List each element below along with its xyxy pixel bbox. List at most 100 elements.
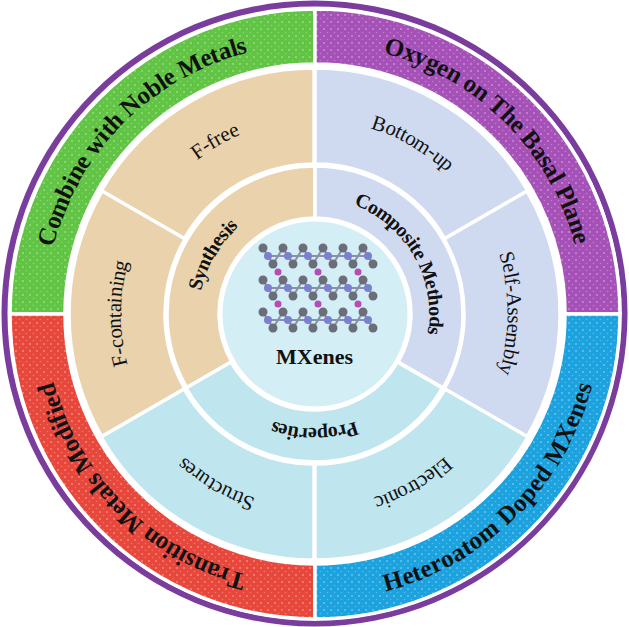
intercalant-atom (354, 300, 361, 307)
carbon-atom (284, 316, 292, 324)
carbon-atom (284, 252, 292, 260)
carbon-atom (344, 252, 352, 260)
outer-gap (8, 7, 622, 621)
glyph: n (104, 318, 125, 330)
sector-fill (315, 314, 620, 619)
carbon-atom (344, 284, 352, 292)
metal-atom (298, 275, 307, 284)
sector-label: F-free (98, 65, 317, 242)
carbon-atom (304, 284, 312, 292)
sector-dots (315, 314, 620, 619)
glyph: s (504, 307, 525, 315)
carbon-atom (264, 252, 272, 260)
metal-atom (278, 275, 287, 284)
sector-fill (101, 389, 314, 560)
intercalant-atom (314, 300, 321, 307)
ring-sector: Bottom-up (312, 65, 531, 242)
sector-dots (10, 314, 315, 619)
metal-atom (258, 243, 267, 252)
carbon-atom (304, 252, 312, 260)
ring-sector: F-containing (66, 188, 188, 440)
metal-atom (308, 259, 317, 268)
sector-label: F-containing (66, 188, 188, 440)
glyph: e (308, 425, 317, 445)
intercalant-atom (354, 268, 361, 275)
metal-atom (358, 243, 367, 252)
sector-fill (10, 314, 315, 619)
ring-sector: Heteroatom Doped MXenes (312, 311, 623, 622)
center-label: MXenes (219, 346, 411, 368)
intercalant-atom (314, 268, 321, 275)
metal-atom (368, 323, 377, 332)
intercalant-atom (274, 268, 281, 275)
metal-atom (338, 275, 347, 284)
metal-atom (268, 259, 277, 268)
sector-label: Transition Metals Modified (7, 311, 318, 622)
glyph: s (504, 315, 525, 324)
metal-atom (318, 307, 327, 316)
metal-atom (268, 291, 277, 300)
mxene-structure (258, 243, 377, 332)
metal-atom (368, 259, 377, 268)
metal-atom (328, 323, 337, 332)
metal-atom (328, 291, 337, 300)
metal-atom (348, 323, 357, 332)
metal-atom (368, 291, 377, 300)
metal-atom (278, 307, 287, 316)
glyph: t (104, 312, 125, 318)
ring-sector: Properties (183, 359, 445, 465)
metal-atom (348, 259, 357, 268)
metal-atom (318, 243, 327, 252)
metal-atom (298, 243, 307, 252)
carbon-atom (284, 284, 292, 292)
carbon-atom (264, 284, 272, 292)
sector-label: Combine with Noble Metals (7, 6, 318, 317)
metal-atom (338, 243, 347, 252)
center-fill (221, 220, 409, 408)
node-shape (312, 311, 623, 622)
metal-atom (308, 323, 317, 332)
ring-sector: Transition Metals Modified (7, 311, 318, 622)
carbon-atom (324, 316, 332, 324)
carbon-atom (324, 284, 332, 292)
ring-sector: Combine with Noble Metals (7, 6, 318, 317)
ring-sector: F-free (98, 65, 317, 242)
metal-atom (358, 307, 367, 316)
metal-atom (268, 323, 277, 332)
carbon-atom (364, 284, 372, 292)
metal-atom (288, 323, 297, 332)
sector-label: Bottom-up (312, 65, 531, 242)
sector-label: Heteroatom Doped MXenes (312, 311, 623, 622)
metal-atom (318, 275, 327, 284)
metal-atom (278, 243, 287, 252)
glyph: s (425, 326, 446, 337)
metal-atom (288, 291, 297, 300)
glyph: o (426, 306, 446, 316)
carbon-atom (324, 252, 332, 260)
sector-label: Self-Assembly (441, 188, 563, 440)
sector-label: Properties (183, 359, 445, 465)
metal-atom (258, 275, 267, 284)
carbon-atom (304, 316, 312, 324)
glyph: h (425, 294, 446, 307)
node-shape (7, 311, 318, 622)
glyph: a (104, 303, 125, 313)
metal-atom (328, 259, 337, 268)
sector-fill (315, 389, 528, 560)
metal-atom (358, 275, 367, 284)
metal-atom (288, 259, 297, 268)
carbon-atom (364, 316, 372, 324)
sector-label: Oxygen on The Basal Plane (312, 6, 623, 317)
metal-atom (348, 291, 357, 300)
glyph: A (503, 291, 525, 308)
ring-sector: Self-Assembly (441, 188, 563, 440)
metal-atom (308, 291, 317, 300)
intercalant-atom (274, 300, 281, 307)
carbon-atom (344, 316, 352, 324)
metal-atom (258, 307, 267, 316)
metal-atom (338, 307, 347, 316)
carbon-atom (264, 316, 272, 324)
carbon-atom (364, 252, 372, 260)
metal-atom (298, 307, 307, 316)
